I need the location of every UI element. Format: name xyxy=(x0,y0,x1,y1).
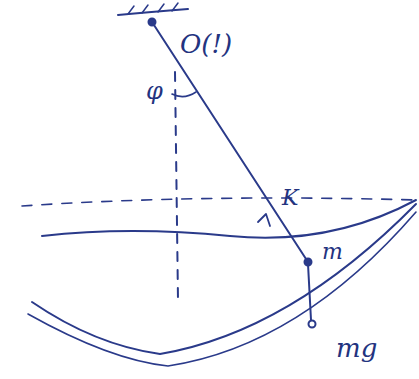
string xyxy=(152,22,308,262)
orbit-top-dashed xyxy=(22,198,416,206)
vertical-axis xyxy=(175,72,178,300)
force-label: mg xyxy=(336,334,377,363)
gravity-line xyxy=(308,264,311,320)
bowl-bottom xyxy=(28,212,416,366)
mass-label: m xyxy=(322,240,343,264)
point-label: O(!) xyxy=(180,30,232,59)
angle-arc xyxy=(172,92,196,97)
force-label: K xyxy=(282,186,298,210)
ceiling-hatching xyxy=(128,3,178,14)
orbit-front xyxy=(32,204,416,354)
orbit-back xyxy=(42,200,416,238)
tension-arrow xyxy=(258,214,270,226)
gravity-tip xyxy=(309,321,316,328)
angle-label: φ xyxy=(146,78,163,104)
